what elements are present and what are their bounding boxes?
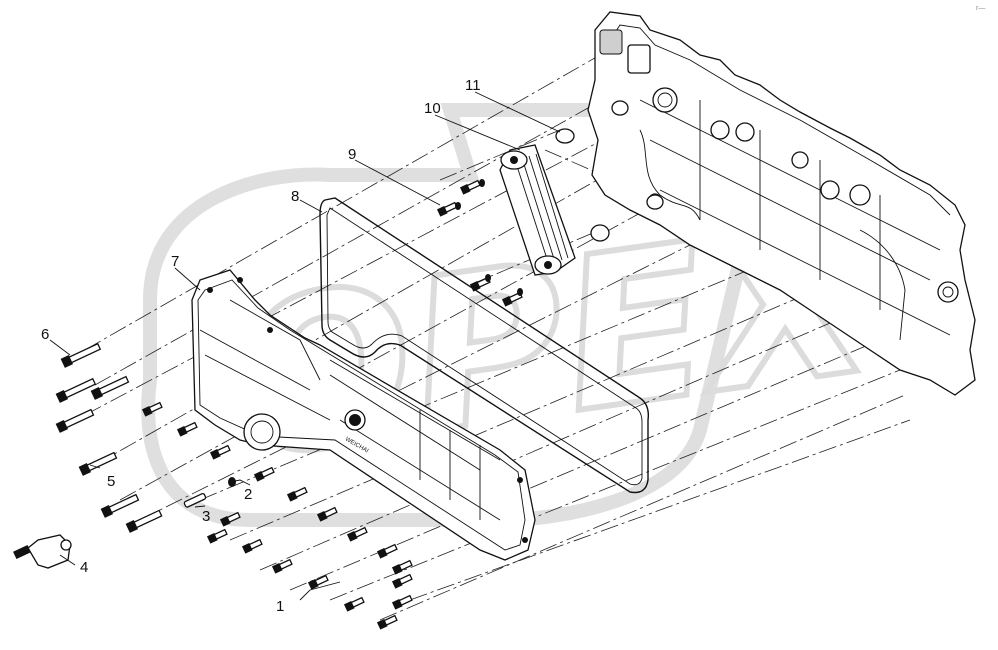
callout-9: 9 xyxy=(348,146,356,163)
dowel-pin xyxy=(183,492,207,508)
oil-cooler xyxy=(499,144,576,276)
long-bolts xyxy=(55,342,163,533)
callout-8: 8 xyxy=(291,188,299,205)
callout-1: 1 xyxy=(276,598,284,615)
callout-11: 11 xyxy=(465,77,481,94)
breather-valve xyxy=(13,534,72,569)
corner-mark: r— xyxy=(976,5,985,12)
engine-block xyxy=(587,11,976,396)
o-rings xyxy=(555,100,664,242)
callout-3: 3 xyxy=(202,508,210,525)
side-cover: WEICHAI xyxy=(191,269,536,561)
callout-5: 5 xyxy=(107,473,115,490)
callout-2: 2 xyxy=(244,486,252,503)
callouts: 1 2 3 4 5 6 7 8 9 10 11 xyxy=(41,77,481,615)
callout-10: 10 xyxy=(424,100,441,117)
leader-lines xyxy=(49,91,561,601)
callout-6: 6 xyxy=(41,326,49,343)
callout-4: 4 xyxy=(80,559,88,576)
callout-7: 7 xyxy=(171,253,179,270)
gasket xyxy=(319,197,650,494)
